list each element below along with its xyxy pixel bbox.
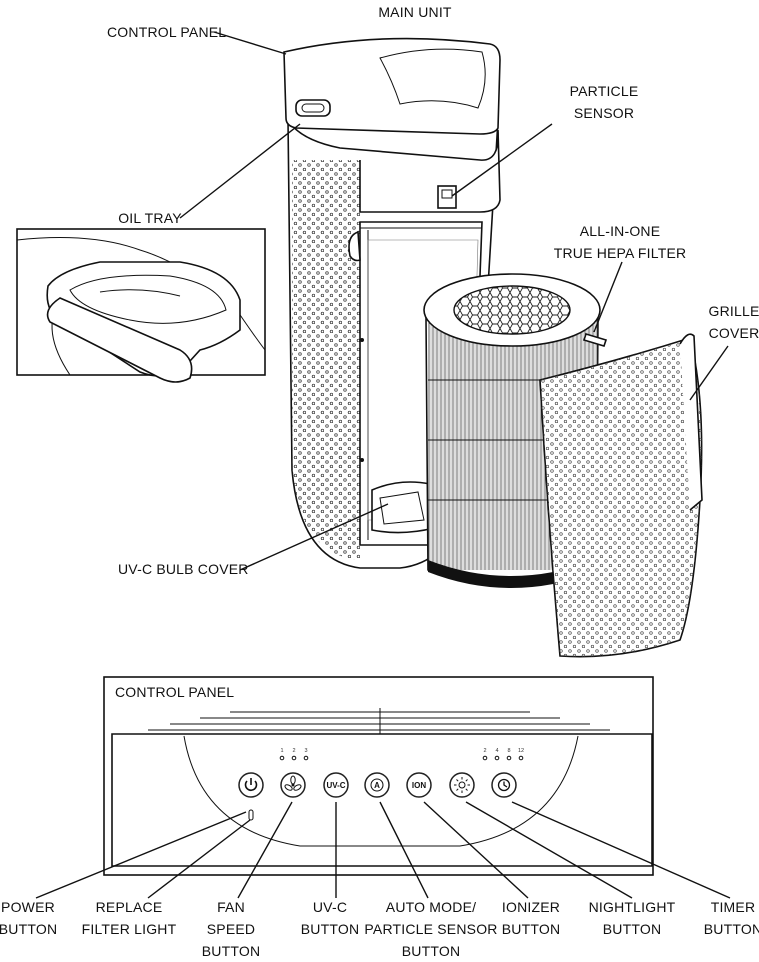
main-unit bbox=[283, 37, 501, 569]
uvc-button-text: UV-C bbox=[326, 781, 345, 790]
panel-title: CONTROL PANEL bbox=[115, 684, 234, 700]
control-panel-detail: CONTROL PANEL 1 2 3 2 4 8 12 bbox=[103, 676, 654, 876]
bottom-labels: POWER BUTTON REPLACE FILTER LIGHT FAN SP… bbox=[0, 899, 759, 959]
clock-icon bbox=[497, 778, 511, 792]
label-uvc-2: BUTTON bbox=[301, 921, 360, 937]
nightlight-button[interactable] bbox=[449, 772, 475, 798]
uvc-button[interactable]: UV-C bbox=[323, 772, 349, 798]
label-fan-speed-3: BUTTON bbox=[202, 943, 261, 959]
label-oil-tray: OIL TRAY bbox=[118, 210, 182, 226]
label-control-panel: CONTROL PANEL bbox=[107, 24, 226, 40]
label-particle-sensor-2: SENSOR bbox=[574, 105, 634, 121]
label-nightlight-1: NIGHTLIGHT bbox=[589, 899, 676, 915]
label-hepa-filter-2: TRUE HEPA FILTER bbox=[554, 245, 687, 261]
label-particle-sensor-1: PARTICLE bbox=[570, 83, 639, 99]
label-auto-mode-1: AUTO MODE/ bbox=[386, 899, 476, 915]
fan-level-1: 1 bbox=[280, 748, 283, 754]
label-fan-speed-2: SPEED bbox=[207, 921, 255, 937]
timer-level-2: 2 bbox=[483, 748, 486, 754]
power-icon bbox=[244, 778, 258, 792]
ionizer-button-text: ION bbox=[412, 781, 426, 790]
label-hepa-filter-1: ALL-IN-ONE bbox=[580, 223, 661, 239]
top-leader-lines bbox=[179, 31, 729, 571]
fan-speed-button[interactable] bbox=[280, 772, 306, 798]
bottom-leader-lines bbox=[35, 801, 731, 899]
label-uvc-1: UV-C bbox=[313, 899, 347, 915]
label-auto-mode-2: PARTICLE SENSOR bbox=[364, 921, 497, 937]
label-grille-cover-2: COVER bbox=[709, 325, 759, 341]
fan-icon bbox=[284, 775, 302, 791]
label-uvc-bulb-cover: UV-C BULB COVER bbox=[118, 561, 249, 577]
power-button[interactable] bbox=[238, 772, 264, 798]
fan-level-2: 2 bbox=[292, 748, 295, 754]
top-labels: MAIN UNIT CONTROL PANEL PARTICLE SENSOR … bbox=[107, 4, 759, 577]
label-timer-2: BUTTON bbox=[704, 921, 759, 937]
label-ionizer-2: BUTTON bbox=[502, 921, 561, 937]
grille-cover bbox=[539, 333, 703, 658]
label-auto-mode-3: BUTTON bbox=[402, 943, 461, 959]
fan-level-3: 3 bbox=[304, 748, 307, 754]
replace-filter-light bbox=[248, 809, 254, 821]
label-main-unit: MAIN UNIT bbox=[378, 4, 452, 20]
auto-mode-button[interactable]: A bbox=[364, 772, 390, 798]
timer-level-12: 12 bbox=[518, 748, 524, 754]
auto-mode-button-text: A bbox=[374, 781, 380, 790]
label-replace-filter-2: FILTER LIGHT bbox=[82, 921, 177, 937]
label-ionizer-1: IONIZER bbox=[502, 899, 560, 915]
oil-tray-inset bbox=[16, 228, 266, 383]
label-fan-speed-1: FAN bbox=[217, 899, 245, 915]
nightlight-icon bbox=[454, 777, 470, 793]
timer-level-4: 4 bbox=[495, 748, 498, 754]
label-replace-filter-1: REPLACE bbox=[96, 899, 163, 915]
label-nightlight-2: BUTTON bbox=[603, 921, 662, 937]
label-timer-1: TIMER bbox=[711, 899, 756, 915]
label-grille-cover-1: GRILLE bbox=[709, 303, 759, 319]
label-power-2: BUTTON bbox=[0, 921, 57, 937]
label-power-1: POWER bbox=[1, 899, 55, 915]
ionizer-button[interactable]: ION bbox=[406, 772, 432, 798]
timer-button[interactable] bbox=[491, 772, 517, 798]
timer-level-8: 8 bbox=[507, 748, 510, 754]
timer-level-indicators: 2 4 8 12 bbox=[482, 748, 524, 761]
fan-level-indicators: 1 2 3 bbox=[279, 748, 309, 761]
